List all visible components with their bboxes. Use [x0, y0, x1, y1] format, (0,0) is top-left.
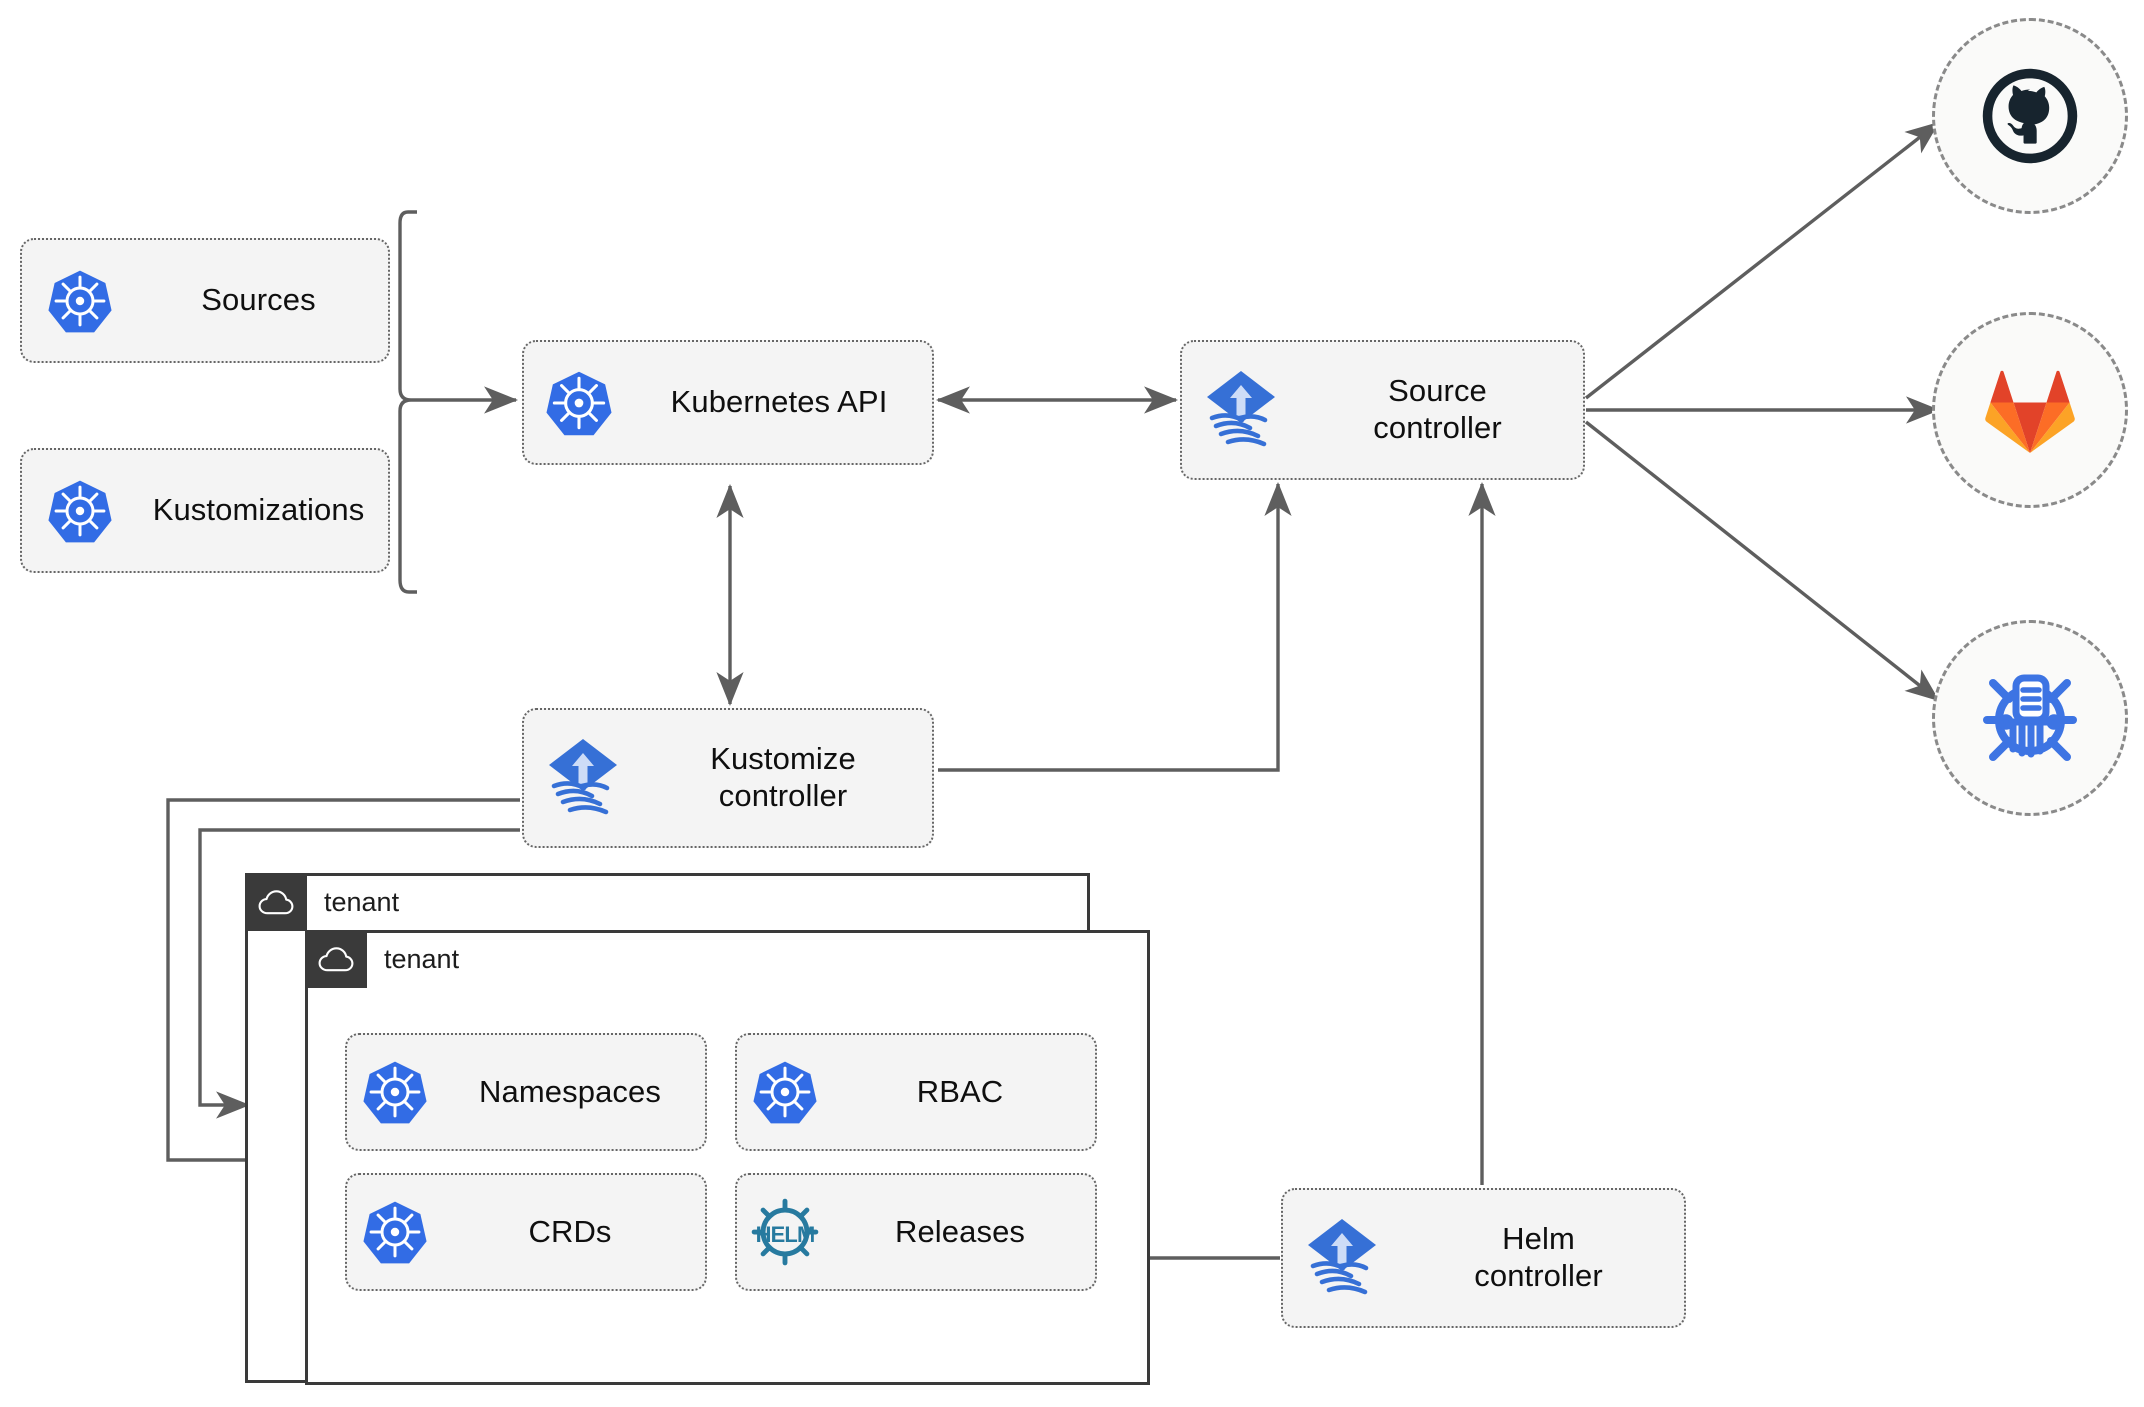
endpoint-gitlab[interactable] — [1932, 312, 2128, 508]
edge-kustomize-to-source — [938, 481, 1292, 772]
node-label: Kustomizations — [152, 492, 365, 528]
flux-icon — [1182, 368, 1300, 452]
cloud-icon — [245, 873, 307, 931]
endpoint-helm-repository[interactable] — [1932, 620, 2128, 816]
node-kubernetes-api[interactable]: Kubernetes API — [522, 340, 934, 465]
resource-crds[interactable]: CRDs — [345, 1173, 707, 1291]
node-label-line2: controller — [1373, 410, 1502, 445]
tenant-container-inner[interactable]: tenant Namespaces — [305, 930, 1150, 1385]
endpoint-github[interactable] — [1932, 18, 2128, 214]
node-label-line1: Helm — [1502, 1221, 1575, 1257]
edge-group-bracket — [398, 210, 417, 594]
node-source-controller[interactable]: Source controller — [1180, 340, 1585, 480]
svg-text:HELM: HELM — [756, 1222, 815, 1247]
gitlab-icon — [1978, 361, 2082, 459]
node-label: Source controller — [1300, 373, 1583, 446]
kubernetes-icon — [524, 369, 634, 437]
kubernetes-icon — [347, 1059, 443, 1125]
resource-rbac[interactable]: RBAC — [735, 1033, 1097, 1151]
flux-icon — [524, 736, 642, 820]
node-kustomizations[interactable]: Kustomizations — [20, 448, 390, 573]
node-sources[interactable]: Sources — [20, 238, 390, 363]
node-kustomize-controller[interactable]: Kustomize controller — [522, 708, 934, 848]
edge-source-github — [1584, 121, 1940, 400]
cloud-icon — [305, 930, 367, 988]
kubernetes-icon — [22, 268, 137, 334]
resource-namespaces[interactable]: Namespaces — [345, 1033, 707, 1151]
resource-releases[interactable]: HELM Releases — [735, 1173, 1097, 1291]
node-label: Kubernetes API — [670, 384, 888, 420]
resource-label: Releases — [894, 1213, 1026, 1249]
kubernetes-icon — [737, 1059, 833, 1125]
node-label-line2: controller — [1474, 1258, 1603, 1293]
flux-icon — [1283, 1216, 1401, 1300]
node-label: Sources — [201, 282, 316, 318]
resource-label: CRDs — [528, 1213, 612, 1249]
kubernetes-icon — [347, 1199, 443, 1265]
tenant-resource-grid: Namespaces RBAC — [345, 1033, 1097, 1291]
node-helm-controller[interactable]: Helm controller — [1281, 1188, 1686, 1328]
node-label-line1: Source — [1388, 373, 1487, 409]
node-label-line2: controller — [718, 778, 848, 813]
resource-label: RBAC — [916, 1073, 1004, 1109]
helm-repository-icon — [1975, 665, 2085, 771]
resource-label: Namespaces — [479, 1073, 661, 1109]
tenant-label-outer: tenant — [324, 886, 400, 917]
helm-logo-icon: HELM — [737, 1196, 833, 1268]
kubernetes-icon — [22, 478, 137, 544]
node-label-line1: Kustomize — [710, 741, 856, 777]
node-label: Kustomize controller — [642, 741, 932, 814]
node-label: Helm controller — [1401, 1221, 1684, 1294]
edge-source-helmrepo — [1584, 420, 1940, 702]
tenant-label-inner: tenant — [384, 943, 460, 974]
github-icon — [1978, 64, 2082, 168]
